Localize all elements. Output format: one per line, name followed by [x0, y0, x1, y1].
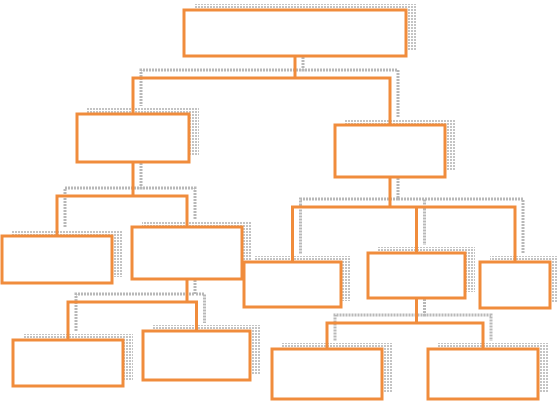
node-left-left — [0, 234, 114, 285]
connector-shadow — [299, 169, 400, 254]
node-right-2-1 — [270, 347, 384, 401]
connector-shadow — [63, 154, 143, 228]
connector-line — [388, 177, 418, 253]
node-left — [75, 112, 191, 164]
connector-line — [131, 162, 189, 227]
node-box — [242, 260, 343, 309]
node-right-2 — [366, 251, 467, 300]
connector-line — [131, 56, 297, 114]
node-left-mid — [130, 225, 244, 281]
connector-shadow — [301, 48, 400, 117]
connector-shadow — [139, 154, 197, 219]
node-box — [270, 347, 384, 401]
node-box — [75, 112, 191, 164]
connector-line — [55, 162, 135, 236]
node-layer — [0, 8, 552, 401]
connector-line — [415, 298, 485, 349]
node-box — [478, 260, 552, 310]
connector-line — [291, 177, 392, 262]
node-left-mid-2 — [141, 329, 252, 382]
node-box — [366, 251, 467, 300]
node-box — [182, 8, 408, 58]
node-box — [11, 338, 125, 388]
node-box — [141, 329, 252, 382]
node-box — [130, 225, 244, 281]
connector-shadow — [423, 290, 493, 341]
connector-line — [185, 279, 198, 331]
connector-line — [388, 177, 517, 262]
node-root — [182, 8, 408, 58]
connector-shadow — [74, 271, 197, 332]
node-box — [333, 123, 447, 179]
node-box — [0, 234, 114, 285]
connector-layer — [55, 56, 517, 349]
node-right-2-2 — [426, 347, 540, 401]
node-right-3 — [478, 260, 552, 310]
connector-shadow — [193, 271, 206, 323]
node-left-mid-1 — [11, 338, 125, 388]
connector-shadow — [396, 169, 525, 254]
node-right — [333, 123, 447, 179]
node-box — [426, 347, 540, 401]
node-right-1 — [242, 260, 343, 309]
connector-line — [293, 56, 392, 125]
shadow-layer — [12, 4, 558, 393]
